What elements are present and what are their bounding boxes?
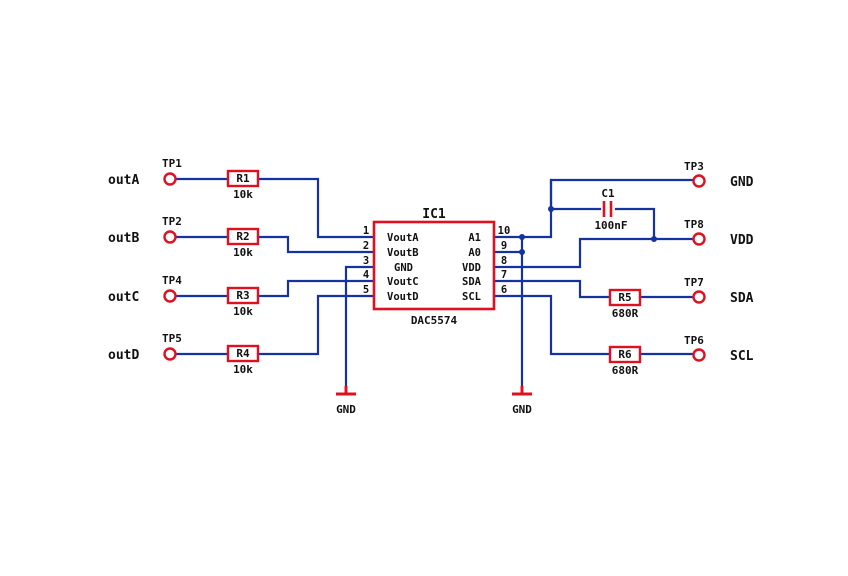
testpoint-icon[interactable] — [163, 230, 177, 244]
ic-part: DAC5574 — [411, 314, 458, 327]
pin-number: 8 — [501, 255, 507, 267]
net-label: outA — [108, 173, 139, 188]
pin-number: 9 — [501, 240, 507, 252]
wires — [173, 177, 696, 394]
left-channel-c: outC TP4 R3 10k — [108, 274, 260, 318]
resistor-icon — [226, 227, 260, 246]
right-channel-vdd: TP8 VDD — [684, 218, 754, 248]
resistor-ref: R1 — [236, 172, 250, 185]
ground-symbol-right: GND — [512, 386, 532, 416]
capacitor-c1: C1 100nF — [594, 187, 627, 232]
ic-ref: IC1 — [422, 207, 446, 222]
resistor-icon — [226, 169, 260, 188]
pin-name: VoutA — [387, 232, 419, 244]
resistor-icon — [608, 288, 642, 307]
junction-dot — [651, 236, 657, 242]
pin-name: VoutC — [387, 276, 419, 288]
junction-dot — [548, 206, 554, 212]
testpoint-label: TP2 — [162, 215, 182, 228]
resistor-value: 10k — [233, 188, 253, 201]
right-channel-scl: R6 680R TP6 SCL — [608, 334, 754, 377]
pin-name: GND — [394, 262, 413, 274]
pin-number: 2 — [363, 240, 369, 252]
left-channel-a: outA TP1 R1 10k — [108, 157, 260, 201]
pin-name: VoutD — [387, 291, 419, 303]
junctions — [519, 206, 657, 255]
ground-label: GND — [512, 403, 532, 416]
resistor-ref: R4 — [236, 347, 250, 360]
junction-dot — [519, 249, 525, 255]
pin-name: SCL — [462, 291, 481, 303]
resistor-ref: R2 — [236, 230, 249, 243]
pin-name: VoutB — [387, 247, 419, 259]
net-label: GND — [730, 175, 754, 190]
pin-name: A0 — [468, 247, 481, 259]
capacitor-ref: C1 — [601, 187, 615, 200]
testpoint-icon[interactable] — [692, 290, 706, 304]
capacitor-value: 100nF — [594, 219, 627, 232]
resistor-icon — [226, 286, 260, 305]
testpoint-label: TP8 — [684, 218, 704, 231]
testpoint-icon[interactable] — [692, 232, 706, 246]
net-label: SDA — [730, 291, 754, 306]
net-label: SCL — [730, 349, 754, 364]
pin-number: 7 — [501, 269, 507, 281]
testpoint-icon[interactable] — [692, 348, 706, 362]
ground-label: GND — [336, 403, 356, 416]
testpoint-label: TP5 — [162, 332, 182, 345]
resistor-ref: R3 — [236, 289, 249, 302]
left-channel-d: outD TP5 R4 10k — [108, 332, 260, 376]
pin-number: 3 — [363, 255, 369, 267]
resistor-value: 10k — [233, 363, 253, 376]
ic-dac5574: IC1 DAC5574 1 2 3 4 5 VoutA VoutB GND Vo… — [363, 207, 510, 327]
resistor-value: 10k — [233, 246, 253, 259]
net-label: outD — [108, 348, 139, 363]
testpoint-icon[interactable] — [163, 289, 177, 303]
testpoint-icon[interactable] — [163, 172, 177, 186]
resistor-value: 10k — [233, 305, 253, 318]
ground-symbol-left: GND — [336, 386, 356, 416]
pin-number: 10 — [498, 225, 511, 237]
pin-name: A1 — [468, 232, 481, 244]
net-label: VDD — [730, 233, 754, 248]
right-channel-gnd: TP3 GND — [684, 160, 754, 190]
net-label: outC — [108, 290, 139, 305]
pin-name: SDA — [462, 276, 482, 288]
pin-number: 4 — [363, 269, 369, 281]
resistor-icon — [608, 345, 642, 364]
resistor-icon — [226, 344, 260, 363]
testpoint-icon[interactable] — [692, 174, 706, 188]
left-channel-b: outB TP2 R2 10k — [108, 215, 260, 259]
testpoint-label: TP7 — [684, 276, 704, 289]
resistor-value: 680R — [612, 307, 639, 320]
pin-number: 5 — [363, 284, 369, 296]
junction-dot — [519, 234, 525, 240]
resistor-ref: R6 — [618, 348, 632, 361]
pin-number: 6 — [501, 284, 507, 296]
resistor-ref: R5 — [618, 291, 631, 304]
testpoint-label: TP3 — [684, 160, 704, 173]
net-label: outB — [108, 231, 139, 246]
resistor-value: 680R — [612, 364, 639, 377]
pin-name: VDD — [462, 262, 481, 274]
testpoint-label: TP1 — [162, 157, 182, 170]
pin-number: 1 — [363, 225, 369, 237]
right-channel-sda: R5 680R TP7 SDA — [608, 276, 754, 320]
testpoint-icon[interactable] — [163, 347, 177, 361]
testpoint-label: TP4 — [162, 274, 182, 287]
testpoint-label: TP6 — [684, 334, 704, 347]
